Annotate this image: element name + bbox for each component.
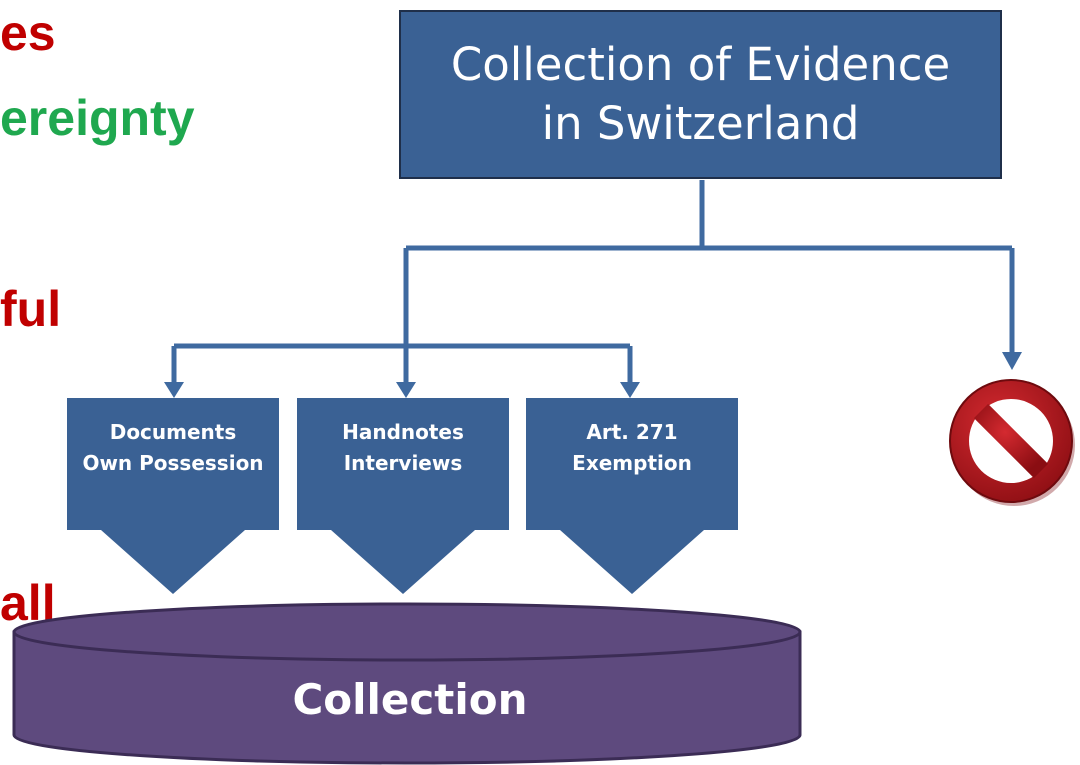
down-arrow-art271 [560, 530, 704, 594]
prohibited-icon [949, 379, 1075, 506]
left-text-line-2: ereignty [0, 90, 195, 146]
arrowhead-art271 [620, 382, 640, 398]
box-handnotes-line-1: Handnotes [342, 420, 464, 444]
left-text-line-3: ful [0, 281, 62, 337]
box-handnotes: Handnotes Interviews [297, 398, 509, 594]
collection-cylinder [12, 602, 802, 765]
box-handnotes-line-2: Interviews [343, 451, 463, 475]
box-art271-line-2: Exemption [572, 451, 692, 475]
box-art271: Art. 271 Exemption [526, 398, 738, 594]
title-box: Collection of Evidence in Switzerland [399, 10, 1002, 179]
box-documents-line-2: Own Possession [82, 451, 264, 475]
connector-lines [171, 180, 1015, 384]
left-text-line-1: es [0, 5, 56, 61]
down-arrow-documents [101, 530, 245, 594]
title-line-1: Collection of Evidence [450, 38, 951, 91]
down-arrow-handnotes [331, 530, 475, 594]
arrowheads [164, 352, 1022, 398]
box-documents-line-1: Documents [109, 420, 237, 444]
box-art271-line-1: Art. 271 [586, 420, 678, 444]
box-documents: Documents Own Possession [67, 398, 279, 594]
title-line-2: in Switzerland [541, 96, 860, 150]
arrowhead-prohibited [1002, 352, 1022, 370]
arrowhead-documents [164, 382, 184, 398]
arrowhead-handnotes [396, 382, 416, 398]
collection-label: Collection [292, 675, 528, 724]
